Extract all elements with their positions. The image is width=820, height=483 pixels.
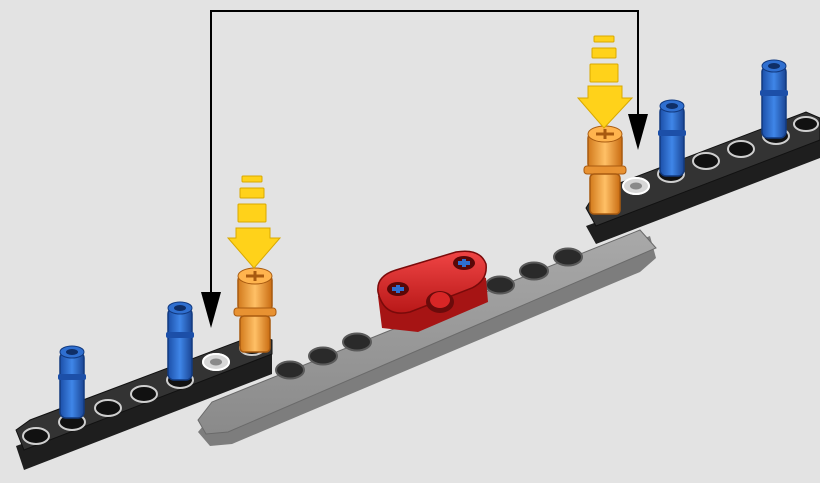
orange-pin-left [234,268,276,352]
connector-cross-hole-right [453,256,475,270]
indicator-arrowhead-left [201,292,221,328]
indicator-arrowhead-right [628,114,648,150]
orange-pin-right [584,126,626,214]
blue-pin [166,302,194,380]
blue-pin [58,346,86,418]
push-arrow-right [578,36,632,128]
blue-pin [760,60,788,138]
push-arrow-left [228,176,280,268]
connector-cross-hole-left [387,282,409,296]
blue-pin [658,100,686,176]
